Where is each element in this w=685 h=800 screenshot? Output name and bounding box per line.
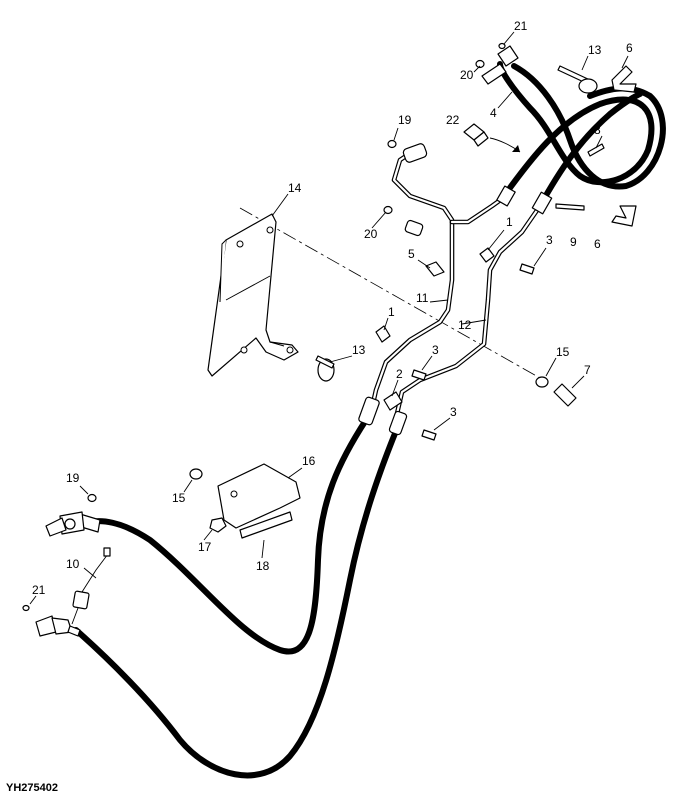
nut-17	[209, 517, 227, 533]
callout-15-right: 15	[556, 345, 570, 359]
cable-tie-13-top	[557, 65, 598, 94]
callout-3-lower: 3	[450, 405, 457, 419]
figure-reference-code: YH275402	[6, 782, 58, 794]
clamp-1-lower	[375, 325, 391, 343]
callout-4: 4	[490, 106, 497, 120]
pin-8	[587, 143, 605, 157]
steel-tube-12	[393, 203, 543, 421]
callout-leaders	[29, 31, 629, 605]
washer-15-right	[535, 376, 549, 388]
mounting-bracket	[207, 213, 299, 377]
lower-hose-right	[73, 423, 401, 779]
callout-11: 11	[416, 291, 429, 305]
bolt-3-upper	[519, 263, 535, 275]
washer-15-left	[189, 468, 203, 480]
callout-16: 16	[302, 454, 316, 468]
callout-18: 18	[256, 559, 270, 573]
clamp-2	[383, 391, 403, 411]
o-ring-19-top	[387, 139, 397, 149]
clamp-1-upper	[479, 247, 495, 263]
o-ring-21-left	[22, 604, 30, 612]
callout-6-right: 6	[594, 237, 601, 251]
o-ring-19-left	[87, 493, 97, 503]
clamp-5	[425, 261, 445, 277]
o-ring-20-top	[475, 59, 485, 69]
callout-12: 12	[458, 318, 472, 332]
callout-1-lower: 1	[388, 305, 395, 319]
pin-9	[555, 203, 585, 211]
callout-17: 17	[198, 540, 212, 554]
hydraulic-hose-4	[481, 45, 666, 215]
clip-6-right	[611, 205, 637, 227]
callout-6-top: 6	[626, 41, 633, 55]
callout-5: 5	[408, 247, 415, 261]
clip-6-top	[611, 65, 637, 93]
callout-3-upper: 3	[546, 233, 553, 247]
callout-8: 8	[594, 123, 601, 137]
callout-19-left: 19	[66, 471, 80, 485]
o-ring-21-top	[498, 42, 506, 50]
connector-22	[463, 123, 489, 147]
callout-labels: 21 13 6 20 4 19 22 8 14 1 20 9 3 6 5 11 …	[32, 19, 633, 597]
hose-end-fitting-upper	[45, 511, 101, 537]
callout-7: 7	[584, 363, 591, 377]
callout-15-left: 15	[172, 491, 186, 505]
sensor-switch-10	[71, 547, 111, 625]
callout-19-top: 19	[398, 113, 412, 127]
callout-3-mid: 3	[432, 343, 439, 357]
o-ring-20-mid	[383, 205, 393, 215]
callout-1-upper: 1	[506, 215, 513, 229]
callout-20-top: 20	[460, 68, 474, 82]
callout-20-mid: 20	[364, 227, 378, 241]
callout-13-top: 13	[588, 43, 602, 57]
bolt-3-mid	[411, 369, 427, 381]
hose-end-fitting-lower	[35, 615, 81, 637]
strap-18	[239, 511, 293, 539]
callout-14: 14	[288, 181, 302, 195]
callout-13-left: 13	[352, 343, 366, 357]
bolt-7	[553, 383, 577, 407]
cable-tie-13-left	[315, 355, 335, 382]
callout-2: 2	[396, 367, 403, 381]
lower-hose-left	[87, 417, 369, 655]
alignment-centerline	[239, 207, 541, 379]
callout-21-top: 21	[514, 19, 528, 33]
callout-21-left: 21	[32, 583, 46, 597]
bolt-3-lower	[421, 429, 437, 441]
callout-22: 22	[446, 113, 460, 127]
callout-9: 9	[570, 235, 577, 249]
callout-10: 10	[66, 557, 80, 571]
plate-16	[217, 463, 301, 529]
